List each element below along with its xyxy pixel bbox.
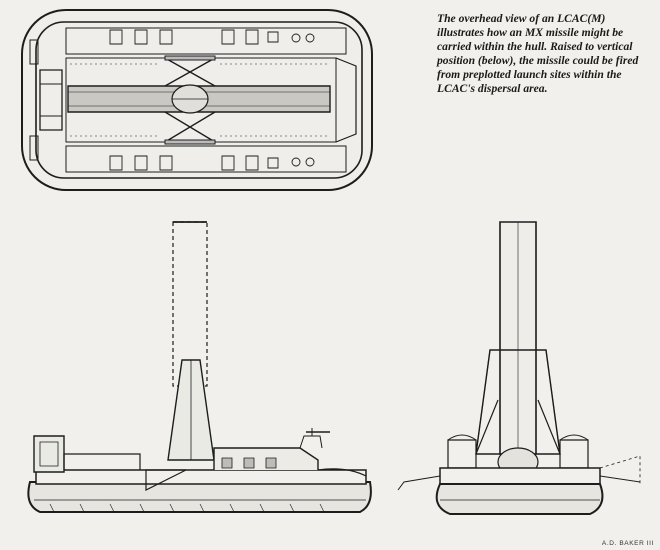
artist-credit: A.D. BAKER III [601,540,654,547]
plan-deck-outline [36,22,362,178]
front-skirt [437,484,603,514]
figure-caption: The overhead view of an LCAC(M) illustra… [437,12,639,96]
side-elevation-view [28,222,371,512]
side-skirt [28,482,371,512]
overhead-plan-view [22,10,372,190]
front-end-view [398,222,640,514]
